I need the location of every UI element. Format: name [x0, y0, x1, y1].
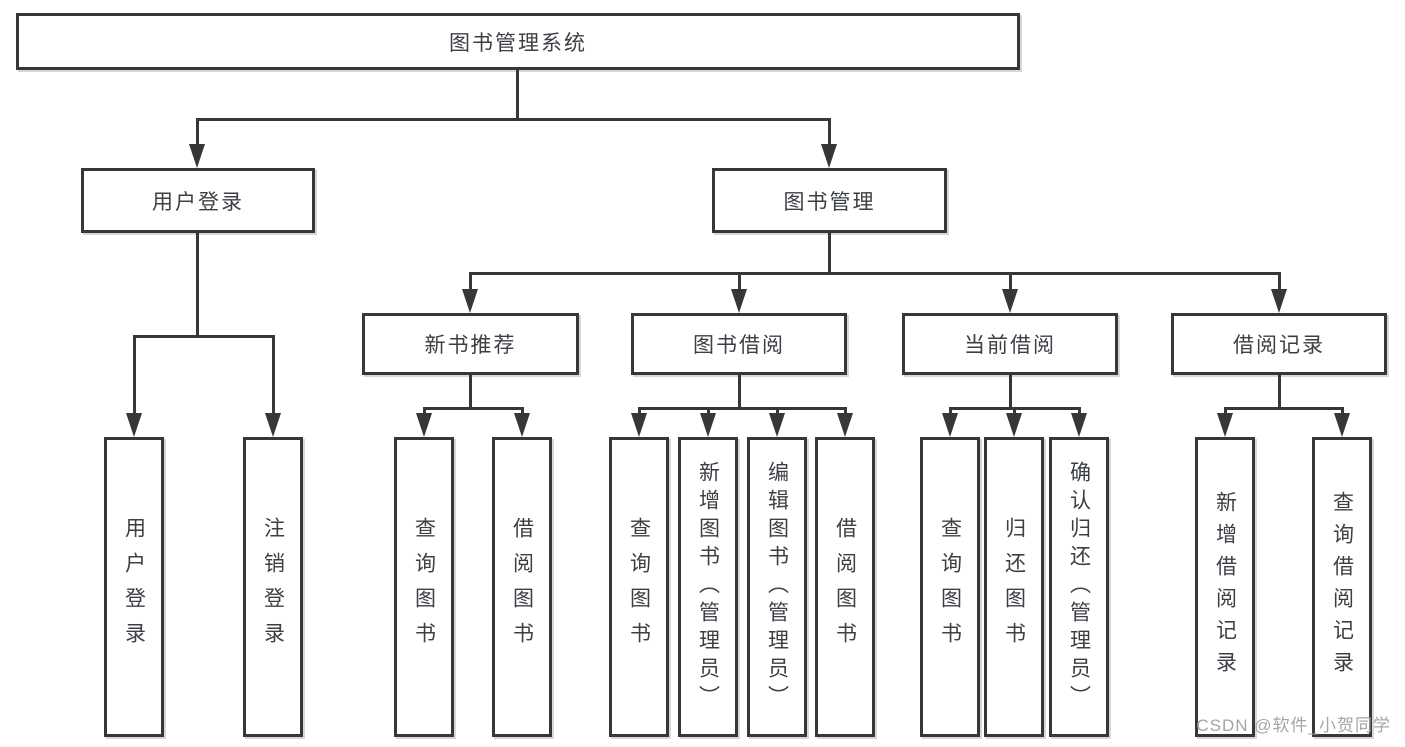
leaf-query-borrow-record: 查询借阅记录 — [1312, 437, 1372, 737]
arrow-down-icon — [731, 289, 747, 313]
arrow-down-icon — [189, 144, 205, 168]
leaf-borrow-books-recommend: 借阅图书 — [492, 437, 552, 737]
connector-drop-user-login — [196, 118, 199, 146]
connector-group-stem — [469, 374, 472, 407]
connector-user-login-stem — [196, 232, 199, 335]
leaf-return-books: 归还图书 — [984, 437, 1044, 737]
connector-group-bracket — [1224, 407, 1344, 410]
arrow-down-icon — [837, 413, 853, 437]
arrow-down-icon — [1002, 289, 1018, 313]
leaf-add-borrow-record: 新增借阅记录 — [1195, 437, 1255, 737]
connector-group-stem — [1009, 374, 1012, 407]
connector-drop-leaf — [1078, 407, 1081, 415]
leaf-add-book-admin: 新增图书（管理员） — [678, 437, 738, 737]
connector-drop-leaf — [707, 407, 710, 415]
connector-group-stem — [738, 374, 741, 407]
arrow-down-icon — [514, 413, 530, 437]
arrow-down-icon — [1217, 413, 1233, 437]
leaf-borrow-books-borrowing: 借阅图书 — [815, 437, 875, 737]
connector-user-login-bracket — [133, 335, 275, 338]
connector-level2-bracket — [196, 118, 830, 121]
connector-drop-leaf — [844, 407, 847, 415]
connector-drop-leaf — [133, 335, 136, 415]
leaf-query-books-borrowing: 查询图书 — [609, 437, 669, 737]
node-library-management-system: 图书管理系统 — [16, 13, 1020, 70]
arrow-down-icon — [1006, 413, 1022, 437]
connector-drop-leaf — [272, 335, 275, 415]
arrow-down-icon — [126, 413, 142, 437]
connector-level3-bracket — [469, 272, 1281, 275]
csdn-watermark: CSDN @软件_小贺同学 — [1196, 716, 1391, 735]
connector-drop-module — [1278, 272, 1281, 291]
node-new-book-recommendation: 新书推荐 — [362, 313, 579, 375]
connector-drop-leaf — [1341, 407, 1344, 415]
connector-group-bracket — [423, 407, 524, 410]
arrow-down-icon — [631, 413, 647, 437]
connector-group-stem — [1278, 374, 1281, 407]
arrow-down-icon — [416, 413, 432, 437]
arrow-down-icon — [942, 413, 958, 437]
connector-drop-module — [469, 272, 472, 291]
node-borrow-records: 借阅记录 — [1171, 313, 1387, 375]
arrow-down-icon — [265, 413, 281, 437]
connector-drop-book-management — [828, 118, 831, 146]
leaf-user-login: 用户登录 — [104, 437, 164, 737]
connector-group-bracket — [638, 407, 847, 410]
arrow-down-icon — [1071, 413, 1087, 437]
node-book-management: 图书管理 — [712, 168, 947, 233]
connector-drop-module — [1009, 272, 1012, 291]
node-current-borrowing: 当前借阅 — [902, 313, 1118, 375]
arrow-down-icon — [700, 413, 716, 437]
arrow-down-icon — [769, 413, 785, 437]
leaf-confirm-return-admin: 确认归还（管理员） — [1049, 437, 1109, 737]
connector-drop-leaf — [1013, 407, 1016, 415]
arrow-down-icon — [462, 289, 478, 313]
node-user-login: 用户登录 — [81, 168, 315, 233]
leaf-edit-book-admin: 编辑图书（管理员） — [747, 437, 807, 737]
connector-drop-leaf — [638, 407, 641, 415]
leaf-logout: 注销登录 — [243, 437, 303, 737]
connector-drop-leaf — [776, 407, 779, 415]
connector-root-stem — [516, 67, 519, 118]
connector-drop-leaf — [423, 407, 426, 415]
connector-drop-module — [738, 272, 741, 291]
arrow-down-icon — [821, 144, 837, 168]
leaf-query-books-recommend: 查询图书 — [394, 437, 454, 737]
leaf-query-books-current: 查询图书 — [920, 437, 980, 737]
connector-book-management-stem — [828, 232, 831, 272]
node-book-borrowing: 图书借阅 — [631, 313, 847, 375]
arrow-down-icon — [1271, 289, 1287, 313]
connector-drop-leaf — [949, 407, 952, 415]
connector-drop-leaf — [521, 407, 524, 415]
arrow-down-icon — [1334, 413, 1350, 437]
connector-drop-leaf — [1224, 407, 1227, 415]
